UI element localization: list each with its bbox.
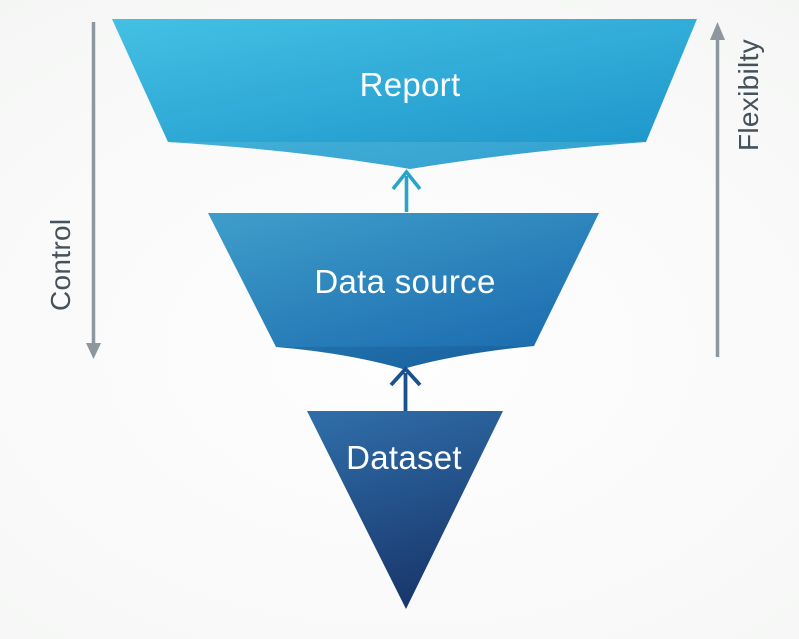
data-source-label: Data source — [314, 263, 495, 300]
dataset-shape — [307, 411, 503, 609]
data-source-shape — [208, 213, 599, 369]
funnel-level-report: Report — [112, 19, 697, 169]
flexibility-axis: Flexibilty — [710, 22, 764, 357]
data-source-shape-fold — [276, 346, 534, 369]
report-label: Report — [360, 66, 461, 103]
control-axis-label: Control — [45, 219, 76, 311]
report-shape-fold — [168, 142, 646, 169]
up-arrow-icon — [389, 366, 422, 411]
down-arrow-icon — [86, 343, 101, 359]
up-arrow-icon — [391, 169, 422, 212]
funnel-level-dataset: Dataset — [307, 411, 503, 609]
flexibility-axis-label: Flexibilty — [733, 39, 764, 151]
funnel-level-data-source: Data source — [208, 213, 599, 369]
dataset-label: Dataset — [346, 439, 462, 476]
control-axis: Control — [45, 22, 101, 359]
report-shape — [112, 19, 697, 169]
up-arrow-icon — [710, 22, 725, 40]
